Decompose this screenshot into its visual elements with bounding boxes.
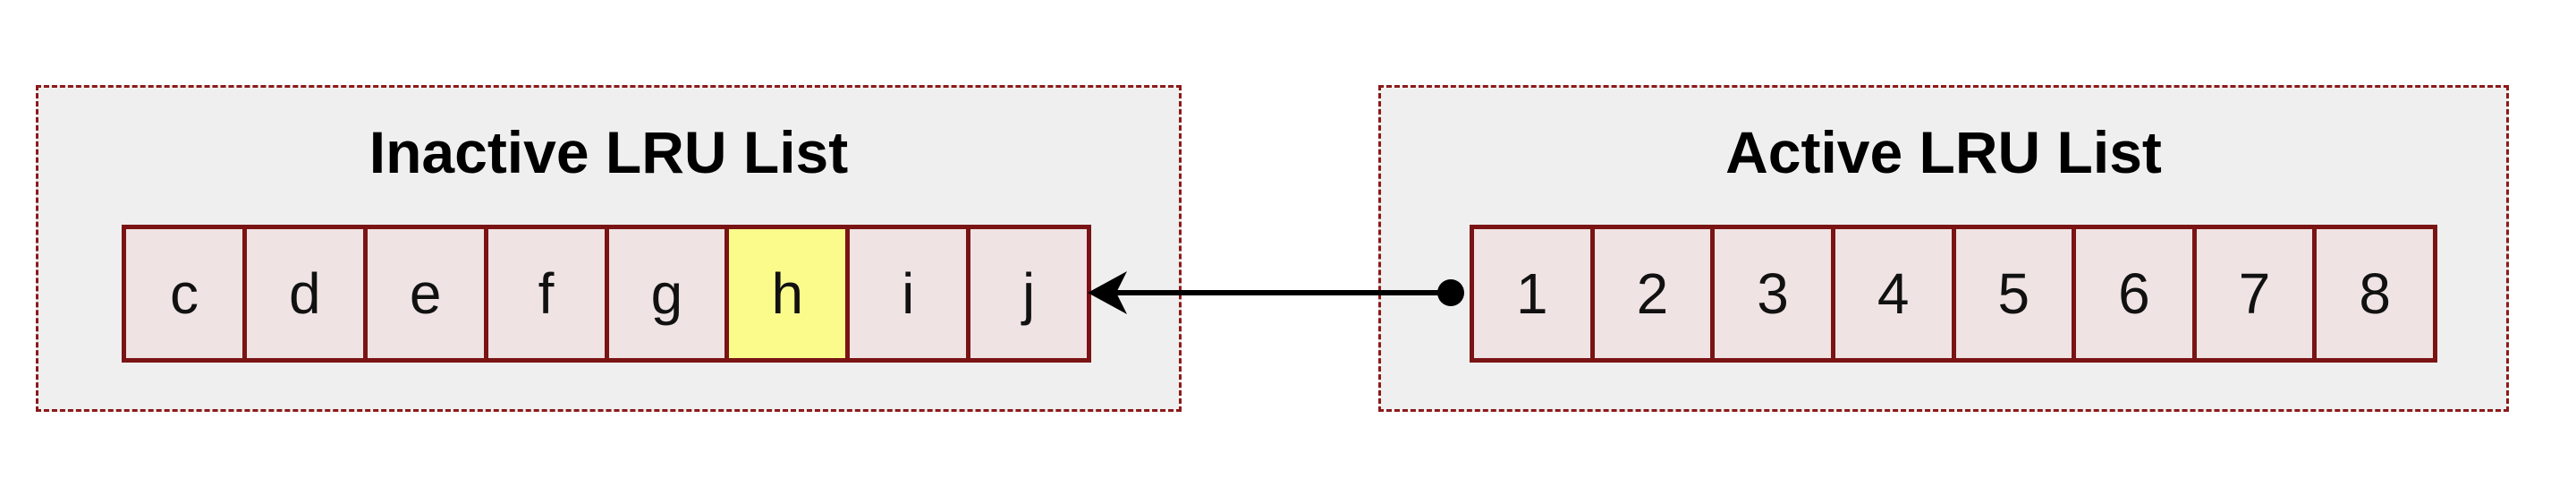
active-cell-7: 7 xyxy=(2191,229,2313,358)
active-cell-8: 8 xyxy=(2312,229,2433,358)
inactive-lru-cells: c d e f g h i j xyxy=(122,225,1091,363)
inactive-cell-g: g xyxy=(604,229,725,358)
active-lru-panel: Active LRU List 1 2 3 4 5 6 7 8 xyxy=(1378,85,2509,412)
inactive-lru-panel: Inactive LRU List c d e f g h i j xyxy=(36,85,1182,412)
inactive-cell-h: h xyxy=(724,229,846,358)
active-cell-1: 1 xyxy=(1516,261,1548,326)
inactive-cell-j: j xyxy=(966,229,1087,358)
inactive-cell-d: d xyxy=(242,229,363,358)
active-cell-6: 6 xyxy=(2072,229,2192,358)
active-cell-3: 3 xyxy=(1710,229,1831,358)
active-lru-title: Active LRU List xyxy=(1725,119,2162,185)
active-cell-2: 2 xyxy=(1589,229,1711,358)
inactive-cell-c: c xyxy=(169,261,199,326)
active-cell-4: 4 xyxy=(1830,229,1952,358)
inactive-cell-e: e xyxy=(362,229,484,358)
inactive-cell-f: f xyxy=(483,229,605,358)
active-cell-5: 5 xyxy=(1951,229,2072,358)
inactive-lru-title: Inactive LRU List xyxy=(369,119,849,185)
active-lru-cells: 1 2 3 4 5 6 7 8 xyxy=(1470,225,2437,363)
inactive-cell-i: i xyxy=(845,229,966,358)
